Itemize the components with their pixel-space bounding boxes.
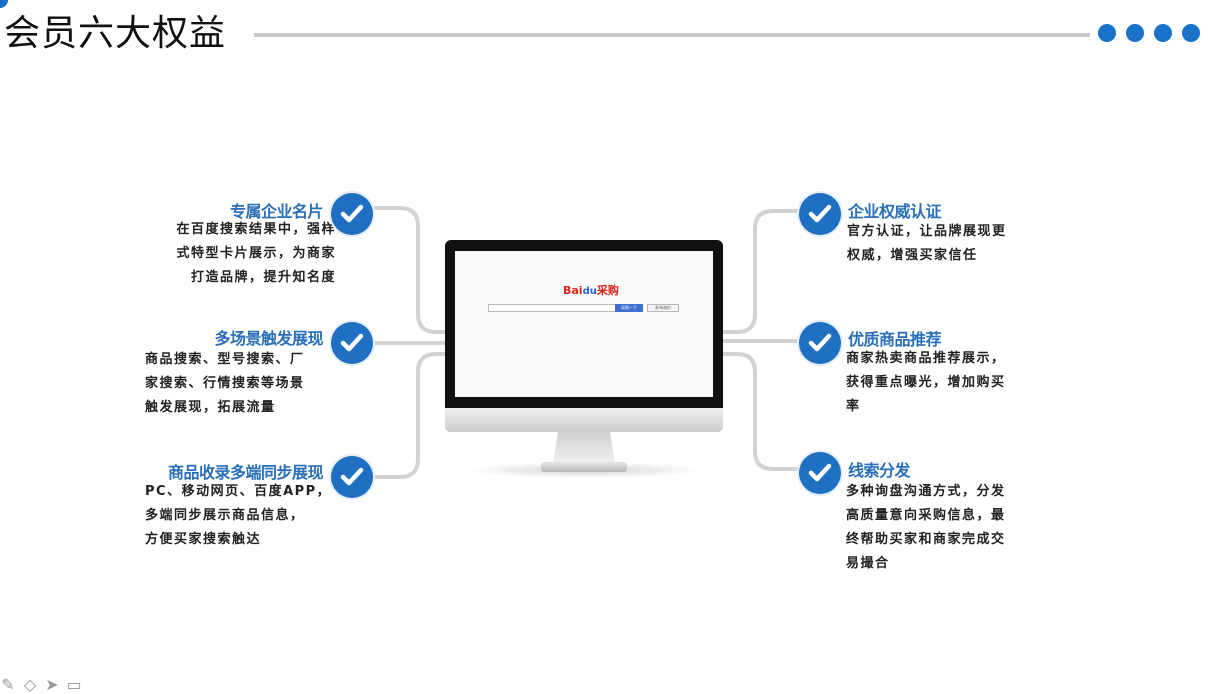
desc-line: 权威，增强买家信任 bbox=[847, 248, 978, 263]
desc-line: 商家热卖商品推荐展示， bbox=[846, 351, 1006, 366]
desc-line: 家搜索、行情搜索等场景 bbox=[145, 376, 305, 391]
feature-title-leads: 线索分发 bbox=[848, 461, 911, 480]
dot-3 bbox=[1154, 24, 1172, 42]
dot-4 bbox=[1182, 24, 1200, 42]
title-divider bbox=[254, 33, 1090, 37]
search-input[interactable] bbox=[488, 304, 616, 312]
monitor-neck bbox=[553, 432, 615, 464]
monitor-chin bbox=[445, 408, 723, 432]
desc-line: 终帮助买家和商家完成交 bbox=[846, 532, 1006, 547]
desc-line: 方便买家搜索触达 bbox=[145, 532, 262, 547]
search-button[interactable]: 采购一下 bbox=[615, 304, 643, 312]
inquiry-button[interactable]: 发布询价 bbox=[647, 304, 679, 312]
check-icon bbox=[340, 467, 364, 486]
feature-title-multi-platform: 商品收录多端同步展现 bbox=[167, 463, 324, 482]
feature-desc-business-card: 在百度搜索结果中，强样 式特型卡片展示，为商家 打造品牌，提升知名度 bbox=[176, 218, 336, 290]
desc-line: 获得重点曝光，增加购买 bbox=[846, 375, 1006, 390]
monitor-bezel: Baidu采购 采购一下 发布询价 bbox=[445, 240, 723, 408]
check-badge bbox=[799, 452, 841, 494]
check-icon bbox=[340, 333, 364, 352]
logo-text: Bai bbox=[563, 284, 583, 297]
check-icon bbox=[340, 204, 364, 223]
baidu-caigou-logo: Baidu采购 bbox=[563, 282, 619, 298]
desc-line: 打造品牌，提升知名度 bbox=[190, 270, 336, 285]
feature-desc-multi-platform: PC、移动网页、百度APP， 多端同步展示商品信息， 方便买家搜索触达 bbox=[145, 480, 331, 552]
monitor-base bbox=[541, 462, 627, 472]
desc-line: 商品搜索、型号搜索、厂 bbox=[145, 352, 305, 367]
dot-1 bbox=[1098, 24, 1116, 42]
desc-line: PC、移动网页、百度APP， bbox=[145, 484, 332, 499]
check-badge bbox=[799, 193, 841, 235]
feature-title-certification: 企业权威认证 bbox=[848, 202, 942, 221]
feature-title-multi-scene: 多场景触发展现 bbox=[214, 329, 323, 348]
monitor: Baidu采购 采购一下 发布询价 bbox=[445, 240, 723, 432]
feature-desc-multi-scene: 商品搜索、型号搜索、厂 家搜索、行情搜索等场景 触发展现，拓展流量 bbox=[145, 348, 305, 420]
pen-icon[interactable]: ✎ bbox=[1, 675, 15, 694]
desc-line: 官方认证，让品牌展现更 bbox=[847, 224, 1007, 239]
desc-line: 易撮合 bbox=[846, 556, 890, 571]
desc-line: 式特型卡片展示，为商家 bbox=[176, 246, 336, 261]
check-icon bbox=[808, 463, 832, 482]
feature-desc-certification: 官方认证，让品牌展现更 权威，增强买家信任 bbox=[847, 220, 1007, 268]
desc-line: 触发展现，拓展流量 bbox=[145, 400, 276, 415]
check-badge bbox=[331, 456, 373, 498]
check-icon bbox=[808, 204, 832, 223]
desc-line: 多种询盘沟通方式，分发 bbox=[846, 484, 1006, 499]
dot-2 bbox=[1126, 24, 1144, 42]
desc-line: 在百度搜索结果中，强样 bbox=[176, 222, 336, 237]
pointer-icon[interactable]: ➤ bbox=[45, 675, 59, 694]
check-badge bbox=[331, 322, 373, 364]
check-icon bbox=[808, 333, 832, 352]
feature-desc-leads: 多种询盘沟通方式，分发 高质量意向采购信息，最 终帮助买家和商家完成交 易撮合 bbox=[846, 480, 1006, 576]
desc-line: 高质量意向采购信息，最 bbox=[846, 508, 1006, 523]
desc-line: 多端同步展示商品信息， bbox=[145, 508, 305, 523]
corner-accent bbox=[0, 0, 8, 8]
check-badge bbox=[331, 193, 373, 235]
paw-icon: du bbox=[582, 286, 597, 297]
desc-line: 率 bbox=[846, 399, 861, 414]
logo-suffix: 采购 bbox=[596, 284, 619, 297]
feature-desc-recommendation: 商家热卖商品推荐展示， 获得重点曝光，增加购买 率 bbox=[846, 347, 1006, 419]
feature-title-recommendation: 优质商品推荐 bbox=[848, 330, 942, 349]
monitor-screen: Baidu采购 采购一下 发布询价 bbox=[455, 251, 713, 397]
feature-title-business-card: 专属企业名片 bbox=[229, 202, 324, 221]
decorative-dots bbox=[1098, 24, 1200, 42]
menu-icon[interactable]: ▭ bbox=[66, 675, 82, 694]
presentation-toolbar: ✎ ◇ ➤ ▭ bbox=[0, 675, 82, 694]
eraser-icon[interactable]: ◇ bbox=[23, 675, 37, 694]
page-title: 会员六大权益 bbox=[4, 13, 227, 54]
check-badge bbox=[799, 322, 841, 364]
